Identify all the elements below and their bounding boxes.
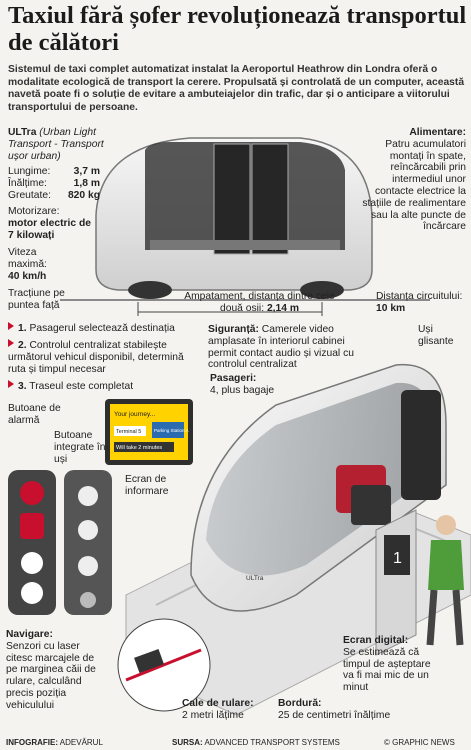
kiosk-number: 1 (393, 550, 402, 567)
info-screen-device: Your journey... Terminal 5 Parking Stati… (105, 399, 193, 465)
info-icon[interactable] (21, 582, 43, 604)
page-title: Taxiul fără șofer revoluționează transpo… (8, 2, 467, 56)
screen-time: Will take 2 minutes (116, 445, 162, 451)
wheelchair-icon[interactable] (21, 552, 43, 574)
intro-text: Sistemul de taxi complet automatizat ins… (8, 64, 465, 113)
steps-list: 1. Pasagerul selectează destinația 2. Co… (8, 322, 204, 393)
motor-info: Motorizare: motor electric de 7 kilowați (8, 206, 91, 241)
curb-label: Bordură: 25 de centimetri înălțime (278, 698, 391, 721)
track-label: Cale de rulare: 2 metri lățime (182, 698, 254, 721)
circuit-info: Distanța circuitului: 10 km (376, 291, 463, 314)
button-panels (8, 470, 112, 615)
footer-credit: INFOGRAFIE: ADEVĂRUL (6, 738, 103, 747)
step-item: 3. Traseul este completat (8, 380, 204, 393)
wheelbase-info: Ampatament, distanța dintre cele două os… (184, 291, 335, 314)
spec-row: Greutate:820 kg (8, 189, 100, 201)
vehicle-name: ULTra (8, 127, 37, 138)
passengers-label: Pasageri: 4, plus bagaje (210, 373, 275, 396)
screen-header: Your journey... (114, 411, 155, 418)
person-figure (426, 515, 464, 646)
pod-brand: ULTra (246, 575, 264, 582)
kiosk: 1 (375, 509, 417, 656)
pod-illustration: ULTra 1 (117, 363, 471, 716)
safety-label: Siguranță: Camerele video amplasate în i… (208, 324, 354, 371)
alarm-bell-icon[interactable] (20, 481, 44, 505)
door-stop-icon[interactable] (80, 592, 96, 608)
alarm-sos-icon[interactable] (20, 513, 44, 539)
traction-info: Tracțiune pe puntea față (8, 288, 65, 311)
navigation-label: Navigare: Senzori cu laser citesc marcaj… (6, 629, 96, 711)
spec-row: Lungime:3,7 m (8, 166, 100, 177)
door-close-icon[interactable] (78, 486, 98, 506)
screen-from: Terminal 5 (116, 429, 141, 435)
step-item: 2. Controlul centralizat stabilește urmă… (8, 339, 184, 375)
speed-info: Viteza maximă: 40 km/h (8, 247, 47, 282)
vehicle-specs: Lungime:3,7 m Înălțime:1,8 m Greutate:82… (8, 166, 100, 201)
info-screen-label: Ecran de informare (125, 474, 169, 497)
vehicle-name-note: (Urban Light Transport - Transport ușor … (8, 127, 104, 162)
spec-row: Înălțime:1,8 m (8, 177, 100, 189)
power-info: Alimentare: Patru acumulatori montați în… (362, 127, 466, 233)
footer-copyright: © GRAPHIC NEWS (384, 738, 455, 747)
vehicle-side-view (60, 137, 430, 316)
step-item: 1. Pasagerul selectează destinația (8, 322, 204, 335)
screen-to: Parking Station A (154, 428, 189, 433)
door-wait-icon[interactable] (78, 520, 98, 540)
door-buttons-label: Butoane integrate în uși (54, 430, 106, 465)
digital-screen-label: Ecran digital: Se estimează că timpul de… (343, 635, 431, 694)
door-open-icon[interactable] (78, 556, 98, 576)
footer-source: SURSA: ADVANCED TRANSPORT SYSTEMS (172, 738, 340, 747)
alarm-buttons-label: Butoane de alarmă (8, 403, 61, 426)
sliding-doors-label: Uși glisante (418, 324, 454, 347)
vehicle-name-label: ULTra (Urban Light Transport - Transport… (8, 127, 126, 162)
footer: INFOGRAFIE: ADEVĂRUL SURSA: ADVANCED TRA… (0, 736, 471, 750)
